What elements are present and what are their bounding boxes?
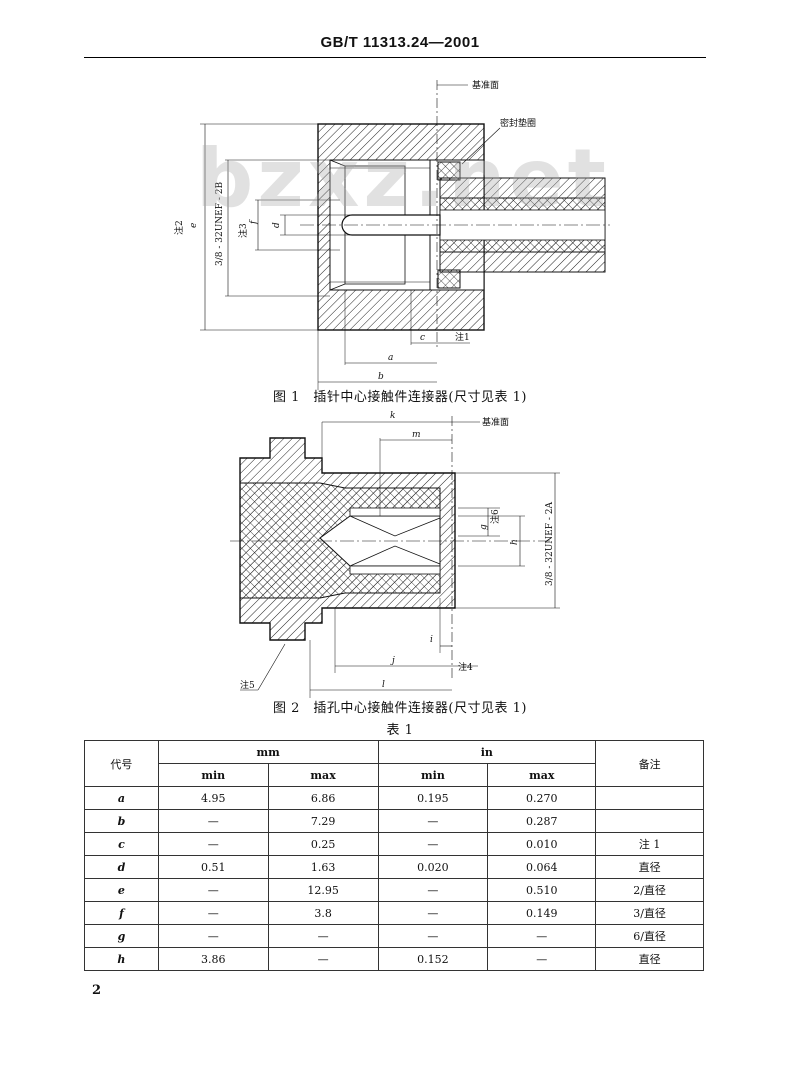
cell-mm-max: 1.63 bbox=[267, 855, 379, 879]
cell-remark bbox=[595, 786, 704, 810]
fig1-note1-label: 注1 bbox=[455, 331, 470, 343]
row-code: e bbox=[84, 878, 159, 902]
cell-in-min: 0.020 bbox=[377, 855, 489, 879]
header-remarks: 备注 bbox=[595, 740, 704, 787]
fig2-l-label: l bbox=[382, 680, 385, 690]
cell-in-min: — bbox=[377, 809, 489, 833]
cell-mm-min: — bbox=[157, 878, 269, 902]
fig2-m-label: m bbox=[412, 430, 421, 440]
cell-remark: 2/直径 bbox=[595, 878, 704, 902]
seal-ring-bottom bbox=[437, 269, 461, 289]
cell-mm-max: 12.95 bbox=[267, 878, 379, 902]
cell-in-min: 0.195 bbox=[377, 786, 489, 810]
table-row: f — 3.8 — 0.149 3/直径 bbox=[84, 901, 704, 925]
cell-mm-max: 3.8 bbox=[267, 901, 379, 925]
header-in: in bbox=[377, 740, 597, 764]
cell-in-max: 0.287 bbox=[487, 809, 597, 833]
fig1-note3-label: 注3 bbox=[237, 223, 249, 238]
cell-mm-min: — bbox=[157, 809, 269, 833]
header-rule bbox=[84, 57, 706, 58]
figure-1-drawing: 基准面 密封垫圈 注2 e 3/8 - 32UNEF - 2B 注3 f d c… bbox=[173, 79, 610, 390]
cell-in-max: 0.064 bbox=[487, 855, 597, 879]
fig1-d-label: d bbox=[272, 222, 282, 228]
cell-in-max: 0.510 bbox=[487, 878, 597, 902]
figure-1-caption: 图 1 插针中心接触件连接器(尺寸见表 1) bbox=[273, 390, 527, 405]
table-row: g — — — — 6/直径 bbox=[84, 924, 704, 948]
cell-mm-min: — bbox=[157, 832, 269, 856]
header-mm-min: min bbox=[157, 763, 269, 787]
cell-remark: 直径 bbox=[595, 947, 704, 971]
fig2-h-label: h bbox=[510, 539, 520, 545]
table-row: d 0.51 1.63 0.020 0.064 直径 bbox=[84, 855, 704, 879]
cell-remark bbox=[595, 809, 704, 833]
fig2-g-label: g bbox=[479, 524, 489, 530]
cell-in-max: 0.270 bbox=[487, 786, 597, 810]
fig2-reference-label: 基准面 bbox=[482, 416, 509, 428]
figure-2-drawing: k 基准面 m g 注6 h 3/8 - 32UNEF - 2A i j 注4 … bbox=[230, 411, 560, 698]
fig2-note4-label: 注4 bbox=[458, 661, 473, 673]
page-number: 2 bbox=[92, 983, 102, 998]
cell-in-min: — bbox=[377, 901, 489, 925]
table-row: b — 7.29 — 0.287 bbox=[84, 809, 704, 833]
fig2-thread-label: 3/8 - 32UNEF - 2A bbox=[545, 502, 555, 586]
fig1-f-label: f bbox=[249, 219, 259, 225]
cell-remark: 注 1 bbox=[595, 832, 704, 856]
table-row: e — 12.95 — 0.510 2/直径 bbox=[84, 878, 704, 902]
fig1-c-label: c bbox=[420, 333, 425, 343]
cell-remark: 3/直径 bbox=[595, 901, 704, 925]
fig2-note5-label: 注5 bbox=[240, 679, 255, 691]
cell-in-max: 0.010 bbox=[487, 832, 597, 856]
cell-mm-max: 6.86 bbox=[267, 786, 379, 810]
row-code: h bbox=[84, 947, 159, 971]
cell-mm-min: 4.95 bbox=[157, 786, 269, 810]
header-code: 代号 bbox=[84, 740, 159, 787]
cell-in-max: — bbox=[487, 924, 597, 948]
row-code: b bbox=[84, 809, 159, 833]
page-header: GB/T 11313.24—2001 bbox=[320, 34, 480, 51]
row-code: g bbox=[84, 924, 159, 948]
seal-ring-top bbox=[437, 161, 461, 181]
fig1-reference-label: 基准面 bbox=[472, 79, 499, 91]
cell-mm-min: — bbox=[157, 924, 269, 948]
cell-mm-max: 0.25 bbox=[267, 832, 379, 856]
cell-in-min: 0.152 bbox=[377, 947, 489, 971]
header-in-min: min bbox=[377, 763, 489, 787]
table-row: a 4.95 6.86 0.195 0.270 bbox=[84, 786, 704, 810]
spec-table: 代号 mm in 备注 min max min max a 4.95 6.86 … bbox=[84, 740, 704, 971]
cell-in-max: 0.149 bbox=[487, 901, 597, 925]
table-title: 表 1 bbox=[386, 723, 414, 738]
fig2-k-label: k bbox=[390, 411, 395, 421]
cell-remark: 6/直径 bbox=[595, 924, 704, 948]
figure-2-caption: 图 2 插孔中心接触件连接器(尺寸见表 1) bbox=[273, 701, 527, 716]
cell-mm-min: — bbox=[157, 901, 269, 925]
table-row: c — 0.25 — 0.010 注 1 bbox=[84, 832, 704, 856]
fig2-i-label: i bbox=[430, 635, 433, 645]
cell-remark: 直径 bbox=[595, 855, 704, 879]
header-mm: mm bbox=[157, 740, 379, 764]
fig1-seal-label: 密封垫圈 bbox=[500, 117, 536, 129]
fig2-j-label: j bbox=[390, 656, 395, 666]
fig1-e-label: e bbox=[189, 223, 199, 228]
header-mm-max: max bbox=[267, 763, 379, 787]
cell-mm-min: 3.86 bbox=[157, 947, 269, 971]
cell-mm-max: — bbox=[267, 924, 379, 948]
fig2-note6-label: 注6 bbox=[489, 509, 501, 524]
header-in-max: max bbox=[487, 763, 597, 787]
row-code: a bbox=[84, 786, 159, 810]
cell-in-min: — bbox=[377, 878, 489, 902]
table-row: h 3.86 — 0.152 — 直径 bbox=[84, 947, 704, 971]
row-code: f bbox=[84, 901, 159, 925]
row-code: d bbox=[84, 855, 159, 879]
fig1-thread-label: 3/8 - 32UNEF - 2B bbox=[215, 182, 225, 266]
cell-in-min: — bbox=[377, 924, 489, 948]
fig1-b-label: b bbox=[378, 372, 384, 382]
cell-in-min: — bbox=[377, 832, 489, 856]
fig1-a-label: a bbox=[388, 353, 393, 363]
cell-mm-max: — bbox=[267, 947, 379, 971]
row-code: c bbox=[84, 832, 159, 856]
fig1-note2-label: 注2 bbox=[173, 220, 185, 235]
cell-in-max: — bbox=[487, 947, 597, 971]
cell-mm-min: 0.51 bbox=[157, 855, 269, 879]
cell-mm-max: 7.29 bbox=[267, 809, 379, 833]
